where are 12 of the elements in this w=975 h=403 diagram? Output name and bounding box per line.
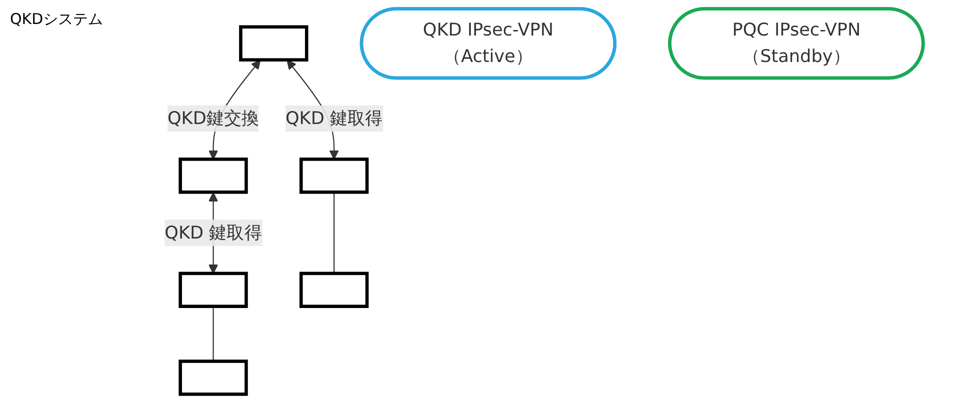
node-box bbox=[178, 158, 248, 194]
edge-label: QKD 鍵取得 bbox=[164, 222, 262, 243]
edge-label: QKD 鍵取得 bbox=[286, 108, 383, 128]
node-box bbox=[239, 25, 308, 62]
connector bbox=[212, 306, 214, 362]
system-label: QKDシステム bbox=[10, 10, 104, 29]
node-box bbox=[300, 272, 369, 308]
connector bbox=[334, 192, 335, 274]
node-box bbox=[178, 360, 248, 396]
node-box bbox=[178, 272, 248, 308]
node-box bbox=[300, 158, 369, 194]
edge-label: QKD鍵交換 bbox=[168, 108, 260, 128]
